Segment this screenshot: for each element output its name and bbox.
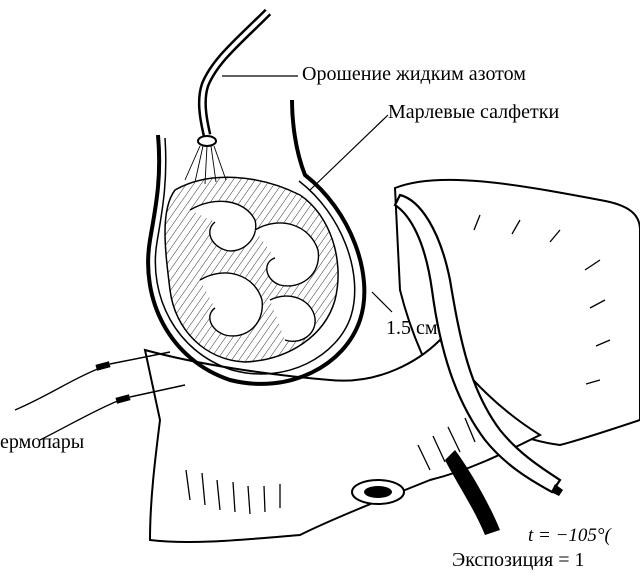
exposure-label: Экспозиция = 1 (452, 550, 585, 570)
thermocouples-label: ермопары (0, 432, 84, 452)
vessel-ring-center (364, 486, 392, 498)
gauze-pads (165, 177, 338, 362)
temperature-label: t = −105°( (528, 526, 611, 545)
nitrogen-nozzle-icon (198, 136, 216, 146)
thickness-label: 1.5 см (386, 318, 438, 338)
irrigation-label: Орошение жидким азотом (302, 64, 526, 84)
gauze-label: Марлевые салфетки (388, 102, 559, 122)
